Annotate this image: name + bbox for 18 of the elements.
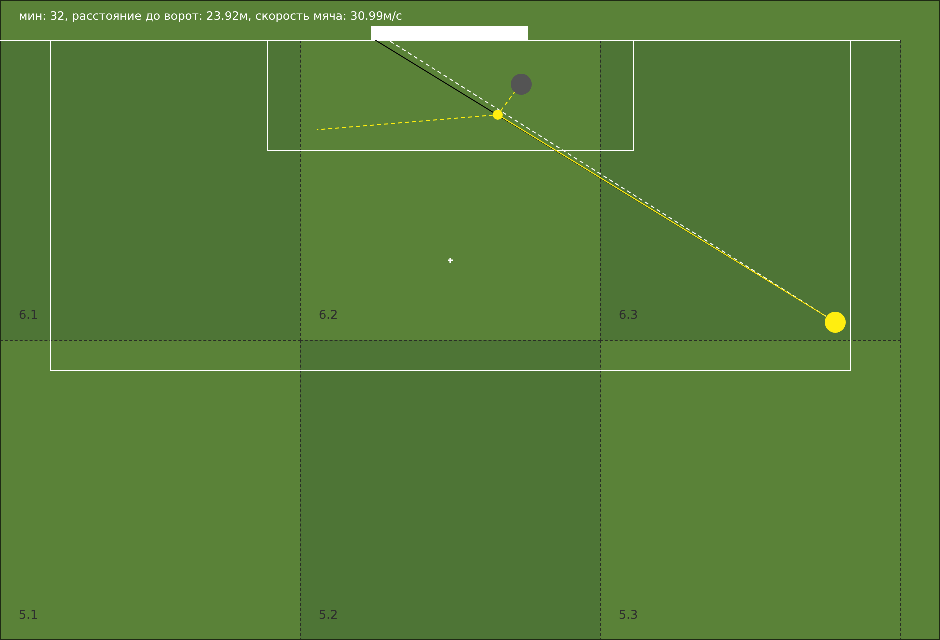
dashed-line bbox=[316, 114, 494, 130]
zone-area bbox=[600, 340, 901, 640]
zone-label: 6.2 bbox=[319, 308, 338, 322]
zone-label: 6.1 bbox=[19, 308, 38, 322]
circle-marker bbox=[510, 74, 532, 94]
trajectory-line bbox=[502, 117, 827, 317]
ball-marker bbox=[824, 312, 846, 332]
zone-label: 5.3 bbox=[619, 608, 638, 622]
zone-area bbox=[300, 340, 601, 640]
zone-area bbox=[600, 40, 901, 341]
zone-label: 5.2 bbox=[319, 608, 338, 622]
zone-label: 5.1 bbox=[19, 608, 38, 622]
zone-label: 6.3 bbox=[619, 308, 638, 322]
zone-area bbox=[0, 40, 301, 341]
title-text: мин: 32, расстояние до ворот: 23.92м, скорость мяча: 30.99м/с bbox=[19, 9, 402, 23]
point-marker bbox=[493, 110, 503, 120]
goal-bar bbox=[371, 26, 528, 40]
dashed-line bbox=[500, 92, 516, 112]
